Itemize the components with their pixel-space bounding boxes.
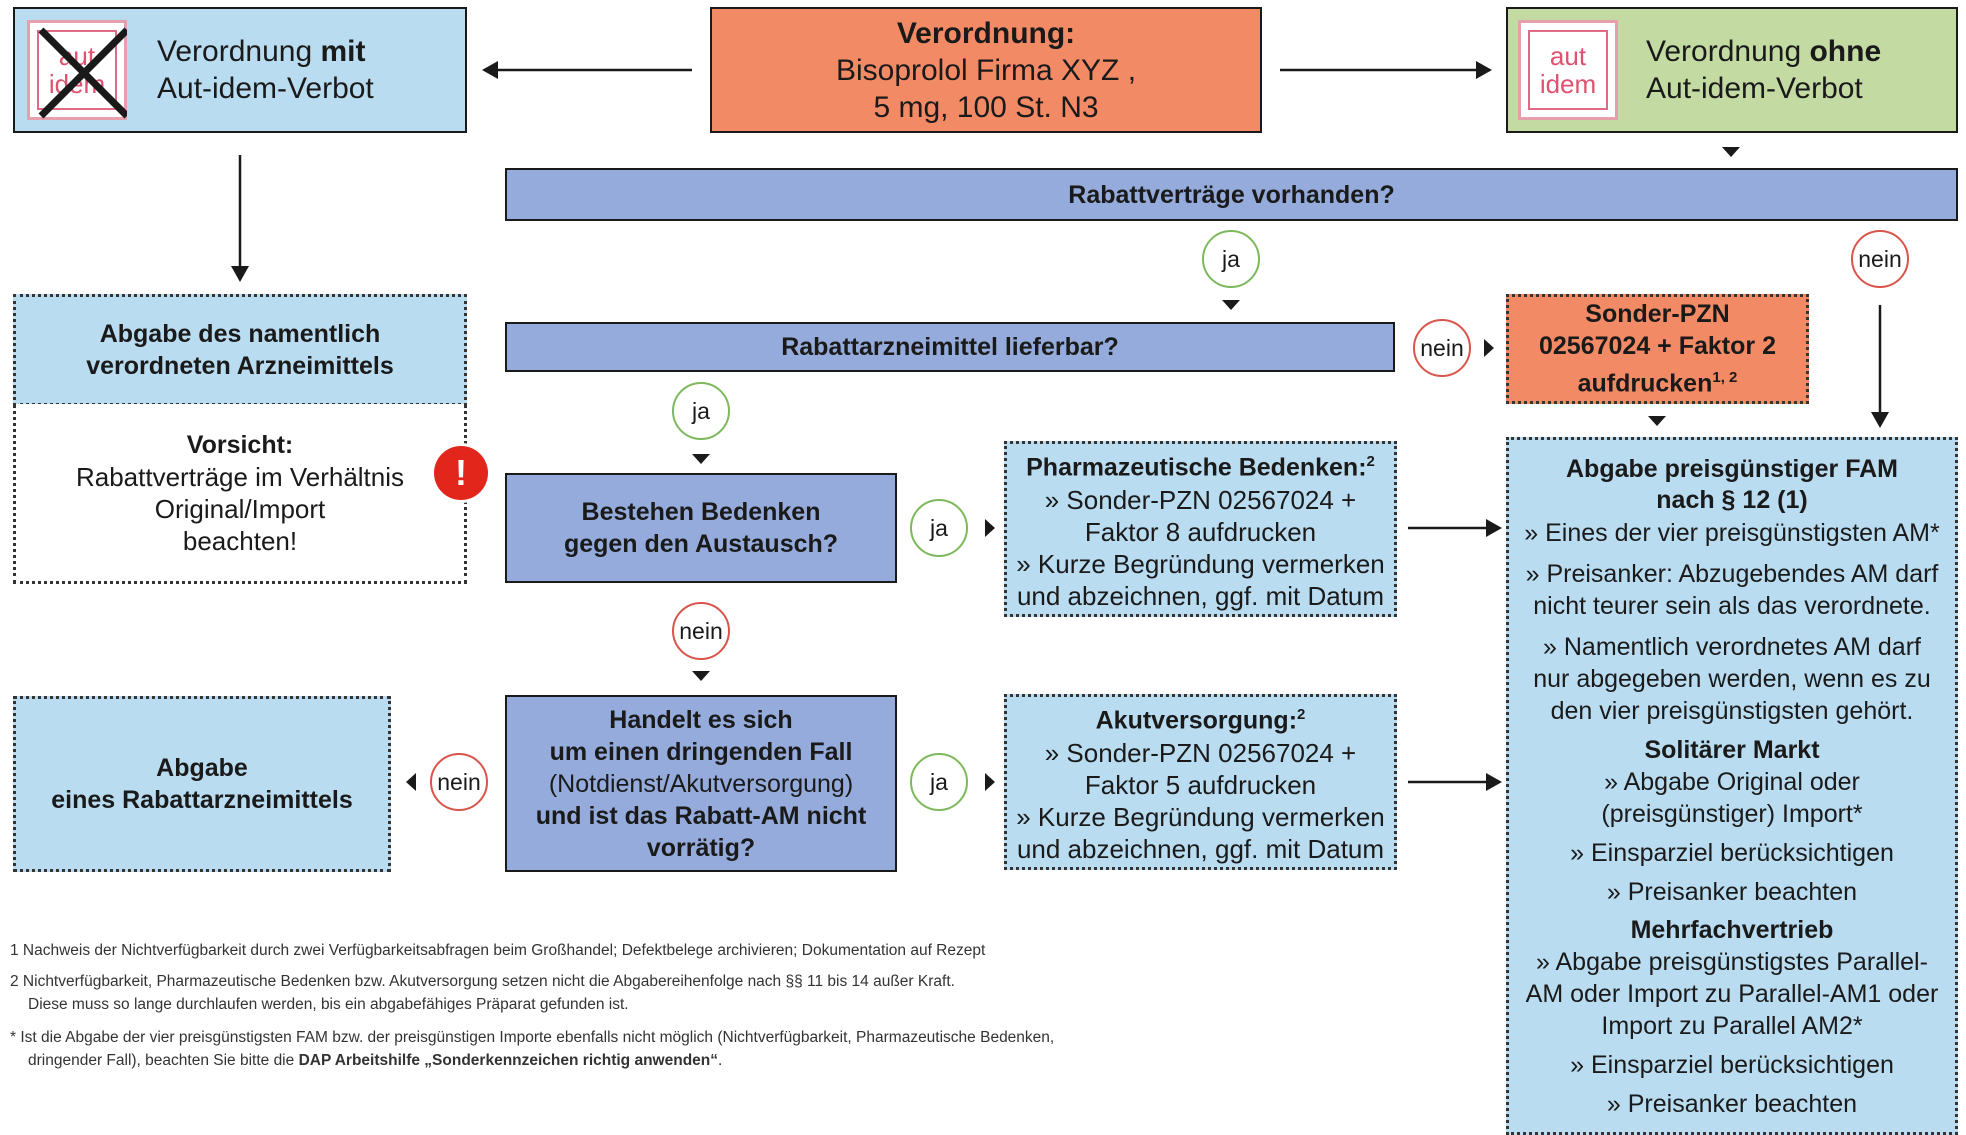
aut-idem-mit-line1: Verordnung mit xyxy=(157,35,366,68)
lieferbar-question: Rabattarzneimittel lieferbar? xyxy=(505,322,1395,372)
pharma-bedenken-box: Pharmazeutische Bedenken:2 » Sonder-PZN … xyxy=(1004,441,1397,617)
abgabe-namentlich-box: Abgabe des namentlich verordneten Arznei… xyxy=(13,294,467,406)
rabattvertraege-question: Rabattverträge vorhanden? xyxy=(505,168,1958,221)
nein-circle-dringend: nein xyxy=(430,753,488,811)
footnote-1: 1 Nachweis der Nichtverfügbarkeit durch … xyxy=(10,942,986,959)
verordnung-box: Verordnung: Bisoprolol Firma XYZ , 5 mg,… xyxy=(710,7,1262,133)
bedenken-question: Bestehen Bedenken gegen den Austausch? xyxy=(505,473,897,583)
aut-idem-mit-line2: Aut-idem-Verbot xyxy=(157,72,374,105)
abgabe-rabatt-box: Abgabe eines Rabattarzneimittels xyxy=(13,696,391,872)
dringend-question: Handelt es sich um einen dringenden Fall… xyxy=(505,695,897,872)
footnote-2a: 2 Nichtverfügbarkeit, Pharmazeutische Be… xyxy=(10,973,955,990)
cross-icon xyxy=(38,27,127,119)
akutversorgung-box: Akutversorgung:2 » Sonder-PZN 02567024 +… xyxy=(1004,694,1397,870)
ja-circle-bedenken: ja xyxy=(910,499,968,557)
nein-circle-lieferbar: nein xyxy=(1413,319,1471,377)
verordnung-size: 5 mg, 100 St. N3 xyxy=(873,90,1099,124)
footnote-2b: Diese muss so lange durchlaufen werden, … xyxy=(28,996,629,1013)
aut-idem-ohne-line2: Aut-idem-Verbot xyxy=(1646,72,1863,105)
ja-circle-dringend: ja xyxy=(910,753,968,811)
aut-idem-stamp-icon: aut idem xyxy=(1518,20,1618,120)
verordnung-product: Bisoprolol Firma XYZ , xyxy=(835,53,1137,87)
warning-icon: ! xyxy=(434,446,488,500)
nein-circle-rabatt: nein xyxy=(1851,230,1909,288)
aut-idem-ohne-line1: Verordnung ohne xyxy=(1646,35,1882,68)
sonder-pzn-faktor2-box: Sonder-PZN 02567024 + Faktor 2 aufdrucke… xyxy=(1506,294,1809,404)
dap-arbeitshilfe-reference: DAP Arbeitshilfe „Sonderkennzeichen rich… xyxy=(298,1052,719,1069)
footnote-3a: * Ist die Abgabe der vier preisgünstigst… xyxy=(10,1029,1055,1046)
footnote-3b: dringender Fall), beachten Sie bitte die… xyxy=(28,1052,723,1069)
vorsicht-box: Vorsicht: Rabattverträge im Verhältnis O… xyxy=(13,404,467,584)
fam-box: Abgabe preisgünstiger FAM nach § 12 (1) … xyxy=(1506,437,1958,1135)
verordnung-title: Verordnung: xyxy=(896,16,1076,50)
aut-idem-stamp-crossed-icon: aut idem xyxy=(27,20,127,120)
nein-circle-bedenken: nein xyxy=(672,602,730,660)
ja-circle-lieferbar: ja xyxy=(672,382,730,440)
ja-circle-rabatt: ja xyxy=(1202,230,1260,288)
